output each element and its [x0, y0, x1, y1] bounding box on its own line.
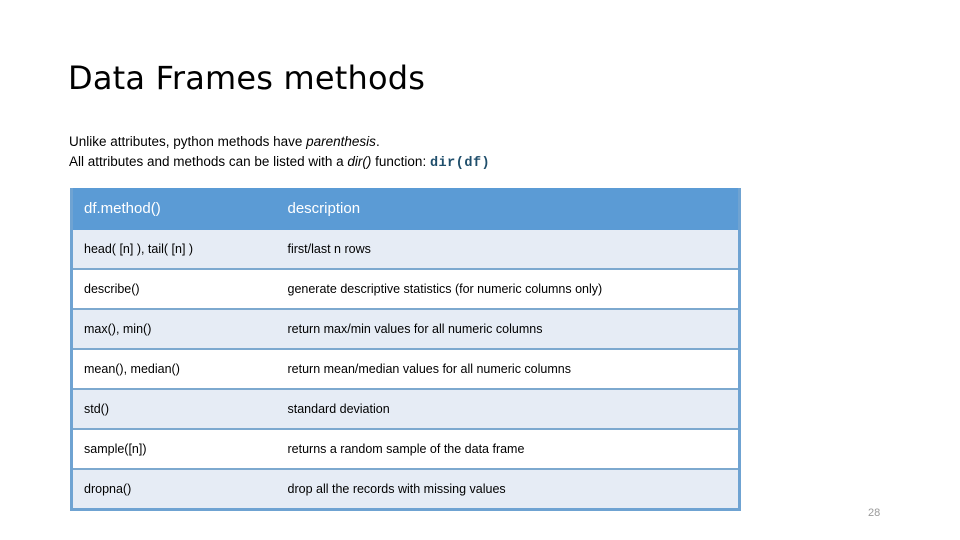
- intro-line-2-prefix: All attributes and methods can be listed…: [69, 154, 348, 169]
- dir-df-code-snippet: dir(df): [429, 156, 491, 171]
- cell-description: standard deviation: [277, 388, 740, 430]
- cell-description: generate descriptive statistics (for num…: [277, 268, 740, 310]
- table-row: describe()generate descriptive statistic…: [71, 268, 740, 310]
- cell-method: sample([n]): [71, 428, 278, 470]
- intro-line-2: All attributes and methods can be listed…: [69, 152, 899, 174]
- dataframe-methods-table: df.method() description head( [n] ), tai…: [70, 188, 741, 511]
- table-row: sample([n])returns a random sample of th…: [71, 428, 740, 470]
- table-row: mean(), median()return mean/median value…: [71, 348, 740, 390]
- cell-description: return max/min values for all numeric co…: [277, 308, 740, 350]
- table-row: head( [n] ), tail( [n] )first/last n row…: [71, 230, 740, 270]
- table-header: df.method() description: [71, 188, 740, 230]
- table-row: std()standard deviation: [71, 388, 740, 430]
- column-header-method: df.method(): [71, 188, 278, 230]
- cell-description: first/last n rows: [277, 230, 740, 270]
- cell-method: mean(), median(): [71, 348, 278, 390]
- page-number: 28: [868, 507, 881, 519]
- cell-method: describe(): [71, 268, 278, 310]
- column-header-description: description: [277, 188, 740, 230]
- cell-description: drop all the records with missing values: [277, 468, 740, 511]
- cell-method: dropna(): [71, 468, 278, 511]
- intro-line-1-italic: parenthesis: [306, 134, 376, 149]
- intro-paragraph: Unlike attributes, python methods have p…: [69, 132, 899, 174]
- intro-line-2-mid: function:: [371, 154, 430, 169]
- table-row: dropna()drop all the records with missin…: [71, 468, 740, 511]
- cell-description: returns a random sample of the data fram…: [277, 428, 740, 470]
- table-header-row: df.method() description: [71, 188, 740, 230]
- table-row: max(), min()return max/min values for al…: [71, 308, 740, 350]
- intro-line-1: Unlike attributes, python methods have p…: [69, 132, 899, 152]
- intro-line-2-italic: dir(): [347, 154, 372, 169]
- intro-line-1-suffix: .: [375, 134, 380, 149]
- page-title: Data Frames methods: [68, 59, 426, 97]
- table-body: head( [n] ), tail( [n] )first/last n row…: [71, 230, 740, 511]
- cell-method: head( [n] ), tail( [n] ): [71, 230, 278, 270]
- cell-method: max(), min(): [71, 308, 278, 350]
- cell-description: return mean/median values for all numeri…: [277, 348, 740, 390]
- cell-method: std(): [71, 388, 278, 430]
- intro-line-1-prefix: Unlike attributes, python methods have: [69, 134, 307, 149]
